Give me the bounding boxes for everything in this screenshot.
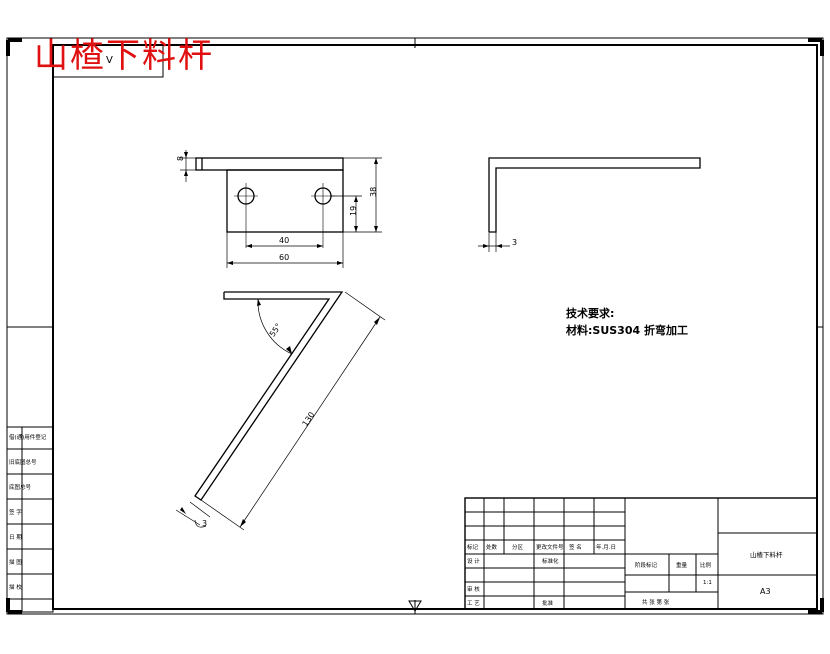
tb-header-sign: 签 名 [569, 543, 582, 551]
tb-review: 审 核 [467, 585, 480, 593]
margin-label: 旧底图总号 [9, 458, 37, 466]
dim-iso-thickness: 3 [202, 519, 207, 528]
side-view [488, 157, 701, 233]
corner-code: Ⅴ [106, 55, 113, 66]
tb-header-count: 处数 [486, 543, 498, 551]
tb-design: 设 计 [467, 557, 480, 565]
dim-hole-spacing: 40 [279, 236, 289, 245]
margin-label: 签 字 [9, 508, 22, 516]
tech-notes-heading: 技术要求: [566, 306, 614, 320]
tb-sheets: 共 张 第 张 [642, 598, 670, 606]
tb-paper-size: A3 [760, 587, 771, 596]
dim-top-height: 8 [176, 156, 185, 161]
tb-header-date: 年.月.日 [596, 543, 616, 551]
corner-code-box [52, 44, 164, 78]
inner-frame [52, 44, 818, 610]
bent-view [194, 291, 344, 501]
dim-angle: 55° [268, 322, 283, 339]
technical-notes: 技术要求: 材料:SUS304 折弯加工 [566, 306, 688, 337]
title-overlay: 山楂下料杆 [34, 36, 214, 76]
dim-total-height: 38 [369, 187, 378, 197]
tb-drawing-name: 山楂下料杆 [750, 550, 783, 559]
bent-view-arrows [180, 299, 380, 527]
outer-border [6, 37, 824, 615]
corner-marks [6, 38, 824, 614]
margin-label: 底图总号 [9, 483, 32, 491]
front-view-arrows [184, 152, 378, 265]
bent-view-dim-text: 130 55° 3 [202, 322, 317, 528]
tb-scale: 比例 [700, 561, 712, 569]
tb-header-zone: 分区 [512, 543, 524, 551]
margin-label: 借(通)用件登记 [9, 433, 47, 441]
centering-marks [7, 38, 823, 614]
dim-width: 60 [279, 253, 289, 262]
side-view-arrows [483, 244, 502, 248]
dim-length: 130 [301, 410, 317, 428]
front-view [195, 157, 344, 233]
front-view-dim-text: 8 40 60 19 38 [176, 156, 378, 262]
tb-stage-mark: 阶段标记 [635, 561, 658, 569]
front-view-centerlines [234, 183, 335, 248]
margin-label: 描 图 [9, 558, 22, 566]
tech-notes-material: 材料:SUS304 折弯加工 [566, 323, 688, 337]
tb-process: 工 艺 [467, 600, 480, 607]
tb-scale-value: 1:1 [703, 580, 712, 586]
title-block-grid [464, 497, 818, 610]
margin-label: 日 期 [9, 534, 22, 541]
tb-weight: 重量 [676, 561, 688, 569]
tb-approve: 批准 [542, 599, 554, 607]
dim-hole-height: 19 [349, 206, 358, 216]
triangle-marker [408, 600, 422, 612]
left-margin-labels: 借(通)用件登记 旧底图总号 底图总号 签 字 日 期 描 图 描 校 [9, 433, 47, 591]
tb-header-change-doc: 更改文件号 [536, 543, 564, 551]
bent-view-dim-lines [175, 291, 386, 531]
tb-standardize: 标准化 [542, 557, 559, 565]
left-margin-table [6, 426, 54, 613]
dim-side-thickness: 3 [512, 238, 517, 247]
tb-header-mark: 标记 [467, 543, 479, 551]
title-block-text: 标记 处数 分区 更改文件号 签 名 年.月.日 设 计 标准化 审 核 工 艺… [467, 543, 783, 607]
margin-label: 描 校 [9, 583, 22, 591]
side-view-dim-lines [478, 232, 510, 252]
